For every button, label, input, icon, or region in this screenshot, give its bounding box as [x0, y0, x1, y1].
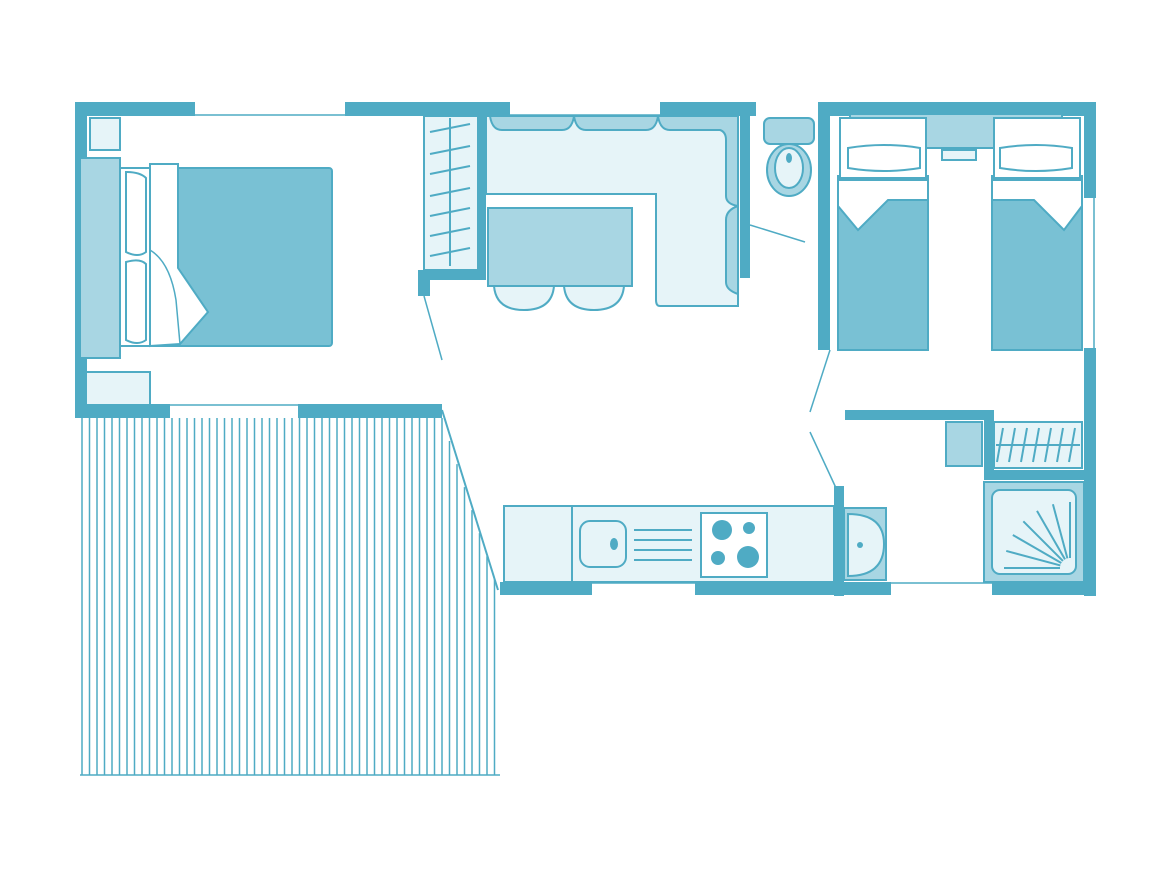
wall-bath-top	[845, 410, 992, 420]
chair-right	[562, 285, 626, 312]
shower-ray	[1051, 503, 1069, 559]
shower-ray	[1012, 534, 1062, 564]
entrance-slant	[441, 409, 499, 591]
wall-top-middle	[660, 102, 756, 116]
hanger	[429, 165, 471, 175]
sofa-cushions	[488, 115, 739, 296]
bed-left-pillow	[847, 144, 921, 172]
toilet-tank	[763, 117, 815, 145]
wall-bottom-b	[695, 582, 891, 595]
terrace-deck-boards	[81, 418, 496, 775]
wall-wardrobe-base	[418, 270, 484, 280]
duvet-crease	[149, 249, 181, 345]
corner-sofa	[485, 115, 739, 307]
wardrobe-twin-hangers	[996, 427, 1076, 463]
hanger	[429, 227, 471, 237]
kitchen	[503, 505, 835, 583]
wall-top-left-b	[345, 102, 510, 116]
pillow-left	[125, 170, 147, 256]
washbasin-bowl	[847, 512, 886, 578]
twin-bedroom	[837, 113, 1083, 351]
hanger	[429, 207, 471, 217]
nightstand-top	[89, 117, 121, 151]
hanger	[1068, 427, 1076, 463]
sink-drainer	[634, 529, 692, 561]
burner-small-2	[711, 551, 725, 565]
cooktop	[700, 512, 768, 578]
single-bed-right	[991, 117, 1083, 351]
dining-table	[487, 207, 633, 287]
living-room	[485, 115, 739, 312]
sink-basin	[579, 520, 627, 568]
burner-small-1	[743, 522, 755, 534]
double-bed	[119, 163, 333, 348]
wall-wc-left	[740, 102, 750, 278]
master-bedroom	[79, 117, 333, 406]
hanger	[429, 123, 471, 133]
wall-top-left-a	[75, 102, 195, 116]
twin-nightstand	[941, 149, 977, 161]
wall-twin-left	[818, 102, 830, 350]
door-twin-bedroom[interactable]	[809, 349, 831, 413]
wardrobe-master	[423, 115, 479, 271]
chair-left	[492, 285, 556, 312]
door-wc[interactable]	[749, 224, 806, 243]
burner-large-2	[737, 546, 759, 568]
toilet-drain	[786, 153, 792, 163]
sink-drain	[610, 538, 618, 550]
shower-ray	[1005, 549, 1061, 567]
nightstand-bottom	[85, 371, 151, 406]
hanger	[996, 427, 1004, 463]
bed-left-duvet-fold	[837, 179, 929, 232]
toilet-bowl-inner	[774, 147, 804, 189]
shower-spray-icon	[1004, 502, 1071, 569]
wall-wardrobe-right	[478, 102, 486, 280]
shower-ray	[1022, 520, 1064, 562]
bath-cabinet	[945, 421, 983, 467]
wall-bottom-a	[500, 582, 592, 595]
bed-duvet-fold	[149, 163, 210, 348]
single-bed-left	[837, 117, 929, 351]
bed-right-duvet-fold	[991, 179, 1083, 232]
wc	[763, 117, 815, 197]
wall-top-right	[818, 102, 1096, 116]
wall-shower-top	[984, 470, 1096, 480]
interior-walls	[418, 102, 1096, 596]
hanger	[1008, 427, 1016, 463]
washbasin-drain	[857, 542, 863, 548]
wardrobe-hangers	[429, 123, 471, 257]
kitchen-counter	[503, 505, 835, 583]
wall-bottom-left-a	[75, 404, 170, 418]
door-master-bedroom[interactable]	[423, 295, 443, 361]
burner-large-1	[712, 520, 732, 540]
door-bathroom[interactable]	[809, 431, 837, 489]
pillow-right	[125, 259, 147, 344]
shower-ray	[1036, 510, 1066, 560]
hanger	[429, 187, 471, 197]
wall-right-top	[1084, 102, 1096, 198]
wall-bottom-left-b	[298, 404, 442, 418]
terrace	[80, 418, 500, 776]
bed-right-pillow	[999, 144, 1073, 172]
wall-kitchen-bath	[834, 486, 844, 596]
hanger	[429, 247, 471, 257]
hanger	[1044, 427, 1052, 463]
hanger	[429, 145, 471, 155]
hanger	[1032, 427, 1040, 463]
headboard	[79, 157, 121, 359]
wall-bath-divider	[984, 410, 994, 472]
hanger	[1020, 427, 1028, 463]
bathroom	[843, 421, 1085, 583]
hanger	[1056, 427, 1064, 463]
wall-bottom-c	[992, 582, 1096, 595]
